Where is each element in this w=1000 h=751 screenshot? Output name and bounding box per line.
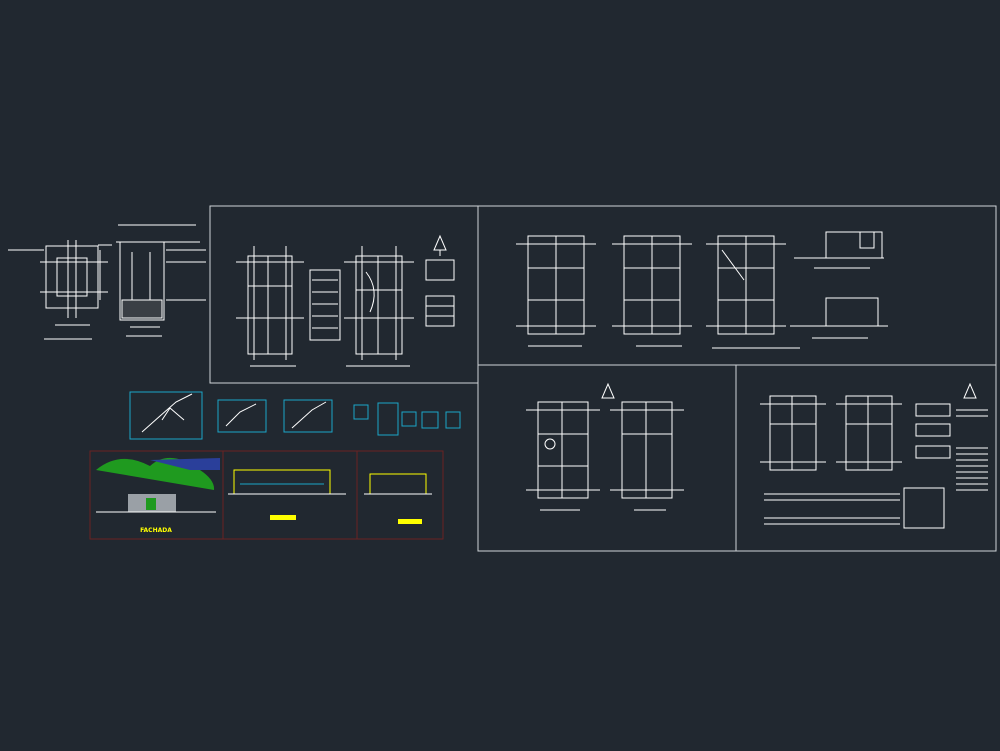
sheet-frame-3[interactable] [477,364,737,552]
sheet-frame-1[interactable] [209,205,479,384]
beam-details-4 [764,403,951,529]
notes-text-4 [956,409,988,491]
legend-block-1 [309,269,341,341]
floor-plan-1a [236,246,304,367]
elevation-2a [794,231,884,269]
small-frame-3 [401,411,417,427]
floor-plan-1b [344,246,414,367]
section-drawing-2 [364,473,432,524]
column-section-detail [8,240,112,340]
section-frame-3[interactable] [356,450,444,540]
elevation-2b [790,297,888,339]
small-frame-5 [445,411,461,429]
small-frame-2 [377,402,399,436]
structural-plan-4b [836,395,902,471]
site-plan-map-3 [291,401,327,429]
sheet-frame-4[interactable] [735,364,997,552]
facade-drawing [96,457,220,513]
notes-table-1 [425,259,455,327]
site-plan-frame-1 [129,391,203,440]
floor-plan-3a [526,401,600,511]
site-plan-frame-2 [217,399,267,433]
floor-plan-2b [612,235,692,347]
site-plan-frame-3 [283,399,333,433]
floor-plan-3b [610,401,684,511]
floor-plan-2c [706,235,800,349]
small-frame-4 [421,411,439,429]
section-drawing-1 [228,469,346,520]
site-plan-map-1 [141,393,193,433]
floor-plan-2a [516,235,596,347]
section-frame-2[interactable] [222,450,358,540]
small-frame-1 [353,404,369,420]
facade-title: FACHADA [140,527,172,534]
structural-plan-4a [760,395,826,471]
north-arrow-1 [433,234,447,256]
footing-section-detail [116,224,206,337]
site-plan-map-2 [225,403,257,427]
north-arrow-3 [601,382,615,399]
north-arrow-4 [963,382,977,399]
site-plan-frames [129,391,461,440]
